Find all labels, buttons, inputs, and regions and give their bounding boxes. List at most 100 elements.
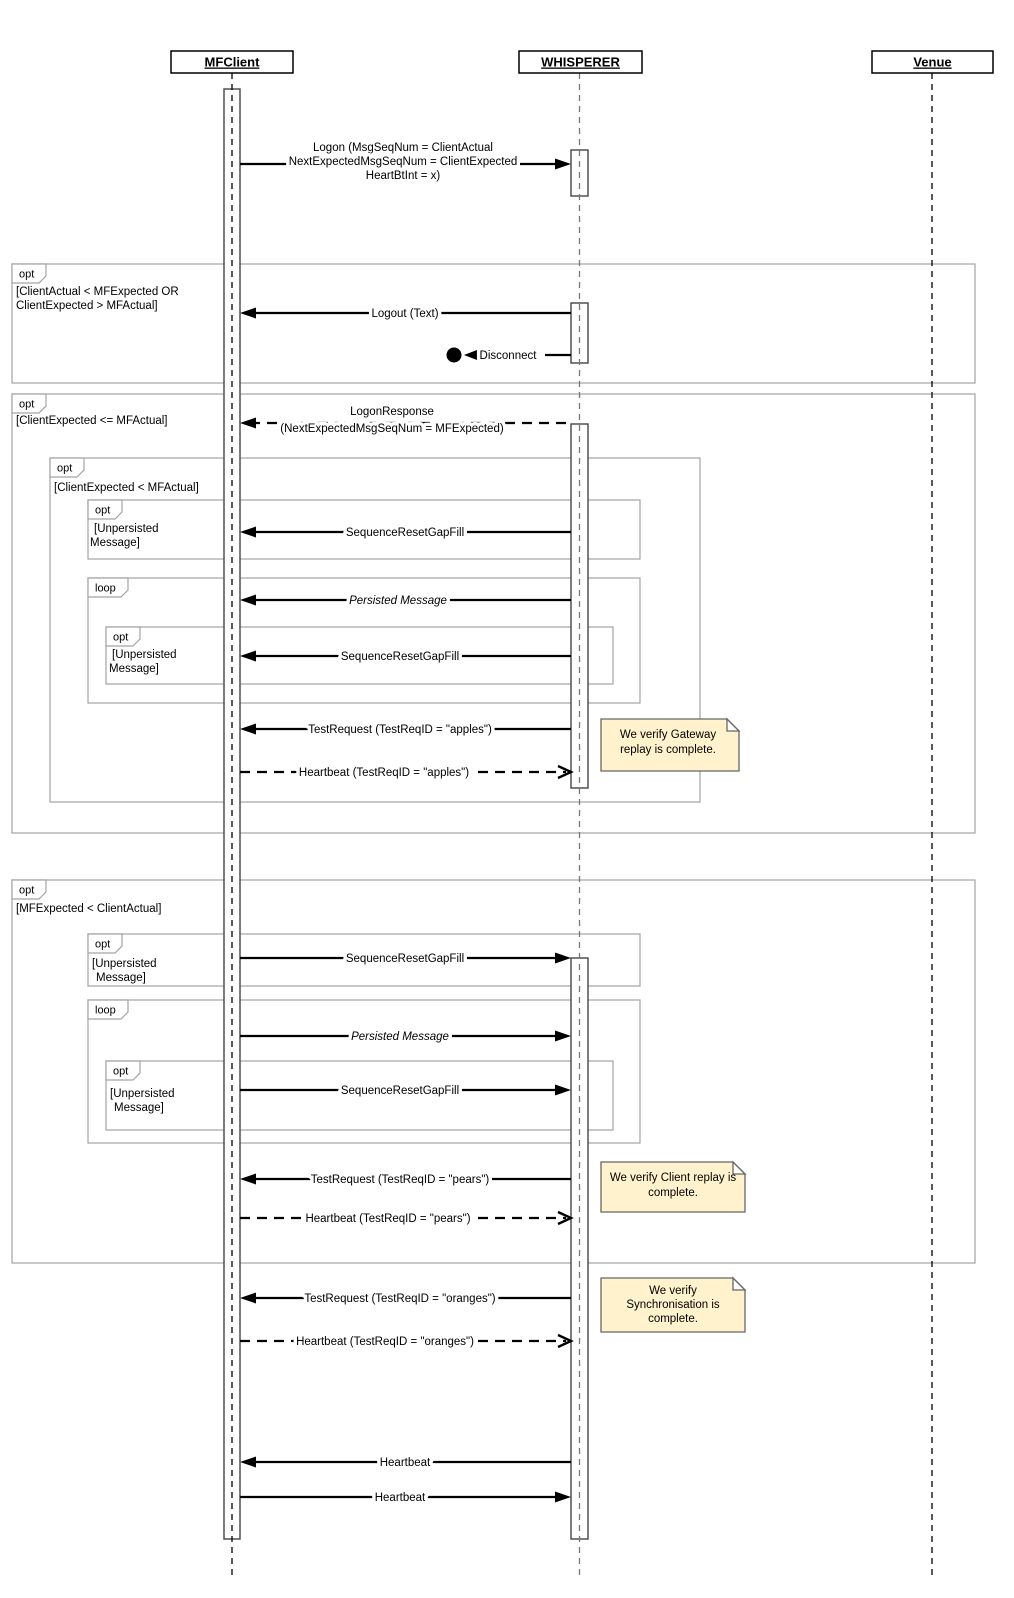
optA-guard-line2: Message] [90,537,140,549]
arrowhead-left [240,307,256,319]
message-testrequest-apples: TestRequest (TestReqID = "apples") [240,721,571,740]
participant-mfclient: MFClient [170,50,294,74]
arrowhead-left [464,350,477,360]
open-arrowhead-right [557,1210,574,1226]
opt-frame-unpersisted-c: opt [Unpersisted Message] [87,933,641,987]
participant-whisperer: WHISPERER [518,50,643,74]
message-heartbeat-from-whisperer: Heartbeat [240,1454,571,1473]
logout-label: Logout (Text) [371,308,438,320]
logon-response-label-line2: (NextExpectedMsgSeqNum = MFExpected) [280,423,504,435]
message-persisted-b: Persisted Message [240,1028,571,1047]
message-seqreset-gapfill-d: SequenceResetGapFill [240,1082,571,1101]
arrowhead-left [240,723,256,735]
note3-line3: complete. [648,1313,698,1325]
testrequest-pears-label: TestRequest (TestReqID = "pears") [311,1174,490,1186]
message-logout: Logout (Text) [240,305,571,324]
opt-frame-unpersisted-a: opt [Unpersisted Message] [87,499,641,560]
arrowhead-left [240,1173,256,1185]
loop-frame-b: loop [87,999,641,1144]
opt2-guard: [ClientExpected <= MFActual] [16,415,168,427]
note1-line2: replay is complete. [620,744,716,756]
message-disconnect: Disconnect [446,347,571,366]
note2-line1: We verify Client replay is [610,1172,737,1184]
message-testrequest-oranges: TestRequest (TestReqID = "oranges") [240,1290,571,1309]
opt-frame-unpersisted-d: opt [Unpersisted Message] [105,1060,614,1131]
opt3-guard: [MFExpected < ClientActual] [16,903,161,915]
message-seqreset-gapfill-c: SequenceResetGapFill [240,950,571,969]
whisperer-activation-logout [570,302,589,364]
arrowhead-right [555,952,571,964]
participant-mfclient-label: MFClient [205,55,261,70]
seqreset-a-label: SequenceResetGapFill [346,527,464,539]
optC-guard-line2: Message] [96,972,146,984]
arrowhead-left [240,1456,256,1468]
arrowhead-right [555,1030,571,1042]
disconnect-label: Disconnect [480,350,538,362]
note-gateway-replay: We verify Gateway replay is complete. [600,717,741,772]
participant-venue: Venue [871,50,994,74]
seqreset-c-label: SequenceResetGapFill [346,953,464,965]
heartbeat-apples-label: Heartbeat (TestReqID = "apples") [299,767,469,779]
persisted-a-label: Persisted Message [349,595,447,607]
opt3-tab-label: opt [19,885,34,897]
note-fold-icon [726,717,741,732]
opt2-tab-label: opt [19,399,34,411]
persisted-b-label: Persisted Message [351,1031,449,1043]
participant-venue-label: Venue [913,55,951,70]
opt-nested-tab-label: opt [57,463,72,475]
message-testrequest-pears: TestRequest (TestReqID = "pears") [240,1171,571,1190]
seqreset-d-label: SequenceResetGapFill [341,1085,459,1097]
optB-guard-line2: Message] [109,663,159,675]
arrowhead-left [240,650,256,662]
note-client-replay: We verify Client replay is complete. [600,1160,747,1213]
opt-frame-1: opt [ClientActual < MFExpected OR Client… [11,263,976,384]
optC-guard-line1: [Unpersisted [92,958,157,970]
note1-line1: We verify Gateway [620,729,717,741]
opt-frame-2: opt [ClientExpected <= MFActual] [11,393,976,834]
open-arrowhead-right [557,764,574,780]
testrequest-oranges-label: TestRequest (TestReqID = "oranges") [304,1293,495,1305]
loop-frame-a: loop [87,577,641,704]
message-seqreset-gapfill-b: SequenceResetGapFill [240,648,571,667]
message-seqreset-gapfill-a: SequenceResetGapFill [240,524,571,543]
optD-guard-line1: [Unpersisted [110,1088,175,1100]
participant-whisperer-label: WHISPERER [541,55,620,70]
optB-tab-label: opt [113,632,128,644]
message-heartbeat-oranges: Heartbeat (TestReqID = "oranges") [240,1333,574,1352]
loopA-tab-label: loop [95,583,116,595]
message-persisted-a: Persisted Message [240,592,571,611]
heartbeat-right-label: Heartbeat [375,1492,426,1504]
arrowhead-left [240,526,256,538]
note3-line1: We verify [649,1285,697,1297]
optC-tab-label: opt [95,939,110,951]
note3-line2: Synchronisation is [626,1299,720,1311]
optD-tab-label: opt [113,1066,128,1078]
arrowhead-right [555,1084,571,1096]
open-arrowhead-right [557,1333,574,1349]
note-fold-icon [732,1160,747,1175]
testrequest-apples-label: TestRequest (TestReqID = "apples") [308,724,492,736]
opt-frame-nested: opt [ClientExpected < MFActual] [49,457,701,803]
loopB-tab-label: loop [95,1005,116,1017]
arrowhead-right [555,158,571,170]
message-heartbeat-apples: Heartbeat (TestReqID = "apples") [240,764,574,783]
arrowhead-left [240,417,256,429]
logon-label-line3: HeartBtInt = x) [366,170,441,182]
heartbeat-left-label: Heartbeat [380,1457,431,1469]
logon-label-line2: NextExpectedMsgSeqNum = ClientExpected [289,156,518,168]
message-logon: Logon (MsgSeqNum = ClientActual NextExpe… [240,139,571,186]
arrowhead-right [555,1491,571,1503]
optB-guard-line1: [Unpersisted [112,649,177,661]
heartbeat-pears-label: Heartbeat (TestReqID = "pears") [305,1213,470,1225]
lost-message-endpoint [446,347,462,363]
note2-line2: complete. [648,1187,698,1199]
note-synchronisation: We verify Synchronisation is complete. [600,1276,747,1333]
arrowhead-left [240,1292,256,1304]
opt-frame-unpersisted-b: opt [Unpersisted Message] [105,626,614,685]
opt-frame-3: opt [MFExpected < ClientActual] [11,879,976,1264]
logon-response-label-line1: LogonResponse [350,406,434,418]
arrowhead-left [240,594,256,606]
seqreset-b-label: SequenceResetGapFill [341,651,459,663]
optA-tab-label: opt [95,505,110,517]
opt1-guard-line1: [ClientActual < MFExpected OR [16,286,179,298]
